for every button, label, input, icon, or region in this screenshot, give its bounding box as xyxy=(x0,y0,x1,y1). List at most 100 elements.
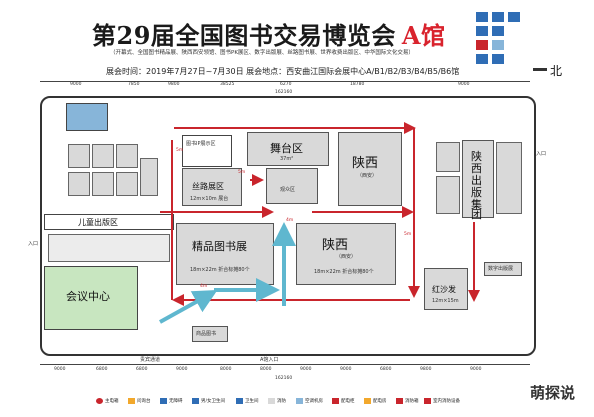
dim-top-2: 7850 xyxy=(128,82,140,87)
dim-bottom-8: 9000 xyxy=(340,367,352,372)
zone-audience-label: 观众区 xyxy=(280,187,296,193)
north-label: 北 xyxy=(550,64,563,78)
subtitle: （开幕式、全国图书精品展、陕西西安领馆、图书PK展区、数字出版展、丝路图书展、世… xyxy=(110,50,414,56)
zone-jingpin-label: 精品图书展 xyxy=(192,240,247,253)
right-booth-3 xyxy=(496,142,522,214)
right-booth-1 xyxy=(436,142,460,172)
arrow-label-5: 5m xyxy=(404,232,412,237)
zone-silk-label: 丝路展区 xyxy=(192,182,224,191)
left-booth-block-5 xyxy=(92,172,114,196)
legend-item-6: 消防 xyxy=(268,398,286,404)
zone-children-label: 儿童出版区 xyxy=(78,218,118,227)
entrance-right: 入口 xyxy=(536,151,547,157)
zone-jingpin-sub: 18m×22m 折合标摊80个 xyxy=(190,267,250,273)
left-booth-block-1 xyxy=(68,144,90,168)
left-booth-block-4 xyxy=(68,172,90,196)
zone-shaanxi-mid-sub: （西安） xyxy=(336,254,357,260)
zone-shaanxi-top xyxy=(338,132,402,206)
left-booth-block-2 xyxy=(92,144,114,168)
zone-shaanxi-mid xyxy=(296,223,396,285)
zone-shaanxi-top-sub: （西安） xyxy=(357,173,378,179)
main-gate: A馆入口 xyxy=(260,357,279,363)
top-right-legend xyxy=(476,12,526,72)
dim-top-1: 9000 xyxy=(70,82,82,87)
dim-bottom-10: 9800 xyxy=(420,367,432,372)
top-left-block xyxy=(66,103,108,131)
dim-bottom-9: 6800 xyxy=(380,367,392,372)
zone-shaanxi-pub-1: 陕 xyxy=(471,150,482,163)
legend-item-4: 男/女卫生间 xyxy=(192,398,225,404)
left-booth-block-6 xyxy=(116,172,138,196)
right-booth-2 xyxy=(436,176,460,214)
zone-stage-label: 舞台区 xyxy=(270,142,303,155)
dim-top-3: 9800 xyxy=(168,82,180,87)
dim-top-5: 6270 xyxy=(280,82,292,87)
zone-shaanxi-pub xyxy=(462,140,494,218)
left-booth-block-7 xyxy=(140,158,158,196)
dim-bottom-3: 6800 xyxy=(136,367,148,372)
bottom-dimension-line xyxy=(40,364,530,365)
zone-digital-label: 数字出版展 xyxy=(488,266,514,272)
zone-children xyxy=(44,214,174,230)
legend-item-7: 空调机房 xyxy=(296,398,323,404)
arrow-label-4: 4m xyxy=(200,284,208,289)
zone-conference-label: 会议中心 xyxy=(66,290,110,303)
legend-item-5: 卫生间 xyxy=(236,398,259,404)
legend-item-1: 主电箱 xyxy=(96,398,119,404)
legend-item-2: 问询台 xyxy=(128,398,151,404)
top-dimension-line xyxy=(40,81,530,82)
zone-stage xyxy=(247,132,329,166)
arrow-label-2: 5m xyxy=(238,170,246,175)
dim-top-4: 38525 xyxy=(220,82,235,87)
hall-outline xyxy=(40,96,536,356)
dim-top-total: 162160 xyxy=(275,90,293,95)
left-booth-block-3 xyxy=(116,144,138,168)
dim-bottom-1: 9000 xyxy=(54,367,66,372)
zone-digital xyxy=(484,262,522,276)
dim-top-7: 9000 xyxy=(458,82,470,87)
watermark: 萌探说 xyxy=(530,384,576,402)
dim-bottom-6: 8000 xyxy=(260,367,272,372)
zone-silk-sub: 12m×10m 展台 xyxy=(190,196,229,202)
zone-shaanxi-mid-label: 陕西 xyxy=(322,238,349,253)
dim-bottom-4: 9000 xyxy=(176,367,188,372)
dim-bottom-7: 9000 xyxy=(300,367,312,372)
zone-shaanxi-pub-6: 团 xyxy=(471,208,482,221)
zone-boutique xyxy=(192,326,228,342)
dim-bottom-2: 6800 xyxy=(96,367,108,372)
dim-bottom-5: 8000 xyxy=(220,367,232,372)
dim-top-6: 18780 xyxy=(350,82,365,87)
legend-item-11: 室内消防设备 xyxy=(424,398,460,404)
entrance-left: 入口 xyxy=(28,241,39,247)
zone-silk xyxy=(182,168,242,206)
zone-shaanxi-mid-dim: 18m×22m 折合标摊80个 xyxy=(314,269,374,275)
zone-kalasha-label: 红沙发 xyxy=(432,285,456,294)
zone-kalasha xyxy=(424,268,468,310)
legend-item-3: 无障碍 xyxy=(160,398,183,404)
children-booths xyxy=(48,234,170,262)
zone-shaanxi-pub-2: 西 xyxy=(471,162,482,175)
dim-bottom-11: 9000 xyxy=(470,367,482,372)
legend-item-9: 配电房 xyxy=(364,398,387,404)
zone-kalasha-sub: 12m×15m xyxy=(432,298,459,304)
zone-conference xyxy=(44,266,138,330)
zone-shaanxi-pub-4: 版 xyxy=(471,186,482,199)
arrow-blue-diag xyxy=(159,290,218,324)
exhibition-dates: 展会时间：2019年7月27日~7月30日 展会地点：西安曲江国际会展中心A/B… xyxy=(106,67,460,76)
north-arrow-bar xyxy=(533,68,547,71)
arrow-label-1: 5m xyxy=(176,148,184,153)
zone-stage-sub: 37m² xyxy=(280,156,294,162)
zone-book-pk xyxy=(182,135,232,167)
zone-shaanxi-top-label: 陕西 xyxy=(352,156,379,171)
zone-audience xyxy=(266,168,318,204)
arrow-label-3: 4m xyxy=(286,218,294,223)
zone-boutique-label: 商品图书 xyxy=(196,331,217,337)
legend-item-8: 配电柜 xyxy=(332,398,355,404)
zone-jingpin xyxy=(176,223,274,285)
dim-bottom-total: 162160 xyxy=(275,376,293,381)
vip-label: 贵宾通道 xyxy=(140,357,161,363)
legend-item-10: 消防箱 xyxy=(396,398,419,404)
zone-shaanxi-pub-3: 出 xyxy=(471,174,482,187)
